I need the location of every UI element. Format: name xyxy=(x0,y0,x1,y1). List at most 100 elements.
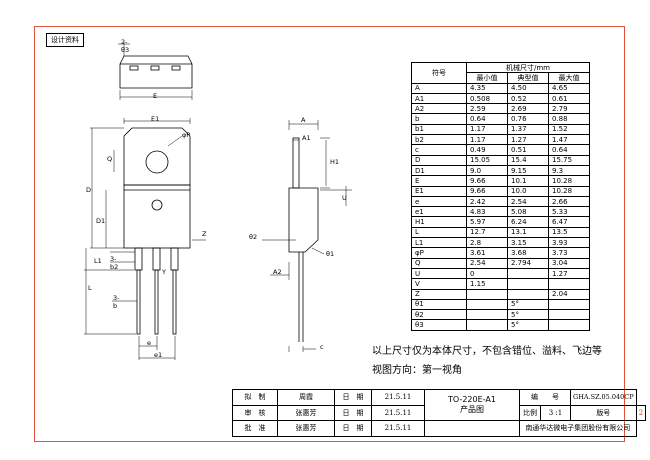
name-approver: 张惠芳 xyxy=(277,420,335,437)
drawing-name: TO-220E-A1 xyxy=(448,395,496,404)
label-L1: L1 xyxy=(94,257,102,265)
company-name: 南通华达微电子集团股份有限公司 xyxy=(519,420,637,437)
dim-min: 4.83 xyxy=(466,206,508,218)
label-E1: E1 xyxy=(151,115,160,123)
dim-symbol: b xyxy=(411,113,467,125)
drawing-sub: 产品图 xyxy=(460,405,484,414)
dim-min xyxy=(466,298,508,311)
dim-symbol: b2 xyxy=(411,134,467,146)
label-A: A xyxy=(301,116,306,124)
blank-cell xyxy=(424,420,520,437)
dim-typ: 5° xyxy=(507,309,549,321)
date-label-3: 日 期 xyxy=(334,420,372,437)
dim-typ xyxy=(507,288,549,300)
label-theta1: θ1 xyxy=(326,250,335,258)
dim-symbol: E xyxy=(411,175,467,187)
dim-symbol: e1 xyxy=(411,206,467,218)
dim-min xyxy=(466,319,508,331)
dim-symbol: H1 xyxy=(411,216,467,228)
dim-typ: 2.69 xyxy=(507,103,549,115)
date-1: 21.5.11 xyxy=(371,389,425,406)
dim-max: 0.64 xyxy=(548,144,590,156)
dim-symbol: θ3 xyxy=(411,319,467,331)
side-view xyxy=(262,120,352,352)
dim-symbol: φP xyxy=(411,247,467,259)
dim-min: 5.97 xyxy=(466,216,508,228)
dim-min: 9.0 xyxy=(466,164,508,177)
dim-max: 9.3 xyxy=(548,164,590,177)
label-b2: 3-b2 xyxy=(110,255,119,271)
dim-max xyxy=(548,298,590,311)
label-H1: H1 xyxy=(330,158,340,166)
dim-max: 2.79 xyxy=(548,103,590,115)
dim-max: 13.5 xyxy=(548,226,590,239)
dim-min: 2.59 xyxy=(466,103,508,115)
dim-symbol: D1 xyxy=(411,164,467,177)
front-view xyxy=(84,118,206,360)
group-header: 机械尺寸/mm xyxy=(466,61,590,74)
dim-typ: 0.51 xyxy=(507,144,549,156)
dim-min: 0.49 xyxy=(466,144,508,156)
dim-symbol: θ2 xyxy=(411,309,467,321)
dim-typ: 9.15 xyxy=(507,164,549,177)
dim-max: 3.93 xyxy=(548,237,590,249)
dim-max: 4.65 xyxy=(548,82,590,94)
label-theta2: θ2 xyxy=(249,233,258,241)
dim-min: 1.17 xyxy=(466,123,508,136)
dim-typ: 5.08 xyxy=(507,206,549,218)
dim-typ: 4.50 xyxy=(507,82,549,94)
dim-typ: 10.1 xyxy=(507,175,549,187)
dim-max: 5.33 xyxy=(548,206,590,218)
name-reviewer: 张惠芳 xyxy=(277,404,335,421)
dim-typ: 10.0 xyxy=(507,185,549,197)
date-label-1: 日 期 xyxy=(334,389,372,406)
dim-typ: 6.24 xyxy=(507,216,549,228)
name-drafter: 周霞 xyxy=(277,389,335,406)
note-line-2: 视图方向：第一视角 xyxy=(372,365,462,376)
dim-symbol: e xyxy=(411,195,467,208)
dim-typ: 5° xyxy=(507,319,549,331)
col-typ-header: 典型值 xyxy=(507,72,549,84)
dim-symbol: V xyxy=(411,278,467,290)
col-max-header: 最大值 xyxy=(548,72,590,84)
dim-typ xyxy=(507,278,549,290)
dim-max xyxy=(548,319,590,331)
dim-max: 2.66 xyxy=(548,195,590,208)
dim-min: 12.7 xyxy=(466,226,508,239)
label-Q: Q xyxy=(107,155,113,163)
dim-min xyxy=(466,288,508,300)
scale-value: 3 :1 xyxy=(540,404,571,421)
label-A2: A2 xyxy=(273,268,282,276)
dim-min xyxy=(466,309,508,321)
drawing-frame xyxy=(34,26,625,442)
date-3: 21.5.11 xyxy=(371,420,425,437)
label-Z: Z xyxy=(202,230,207,238)
dim-min: 9.66 xyxy=(466,175,508,187)
dim-symbol: b1 xyxy=(411,123,467,136)
dim-symbol: E1 xyxy=(411,185,467,197)
dim-typ: 15.4 xyxy=(507,154,549,166)
dim-typ: 5° xyxy=(507,298,549,311)
dim-min: 1.17 xyxy=(466,134,508,146)
dim-typ: 0.52 xyxy=(507,92,549,105)
label-E: E xyxy=(153,92,158,100)
col-min-header: 最小值 xyxy=(466,72,508,84)
dim-max: 0.61 xyxy=(548,92,590,105)
dim-row: θ3 5° xyxy=(411,319,590,331)
dim-typ: 2.54 xyxy=(507,195,549,208)
number-label: 编 号 xyxy=(519,389,571,406)
